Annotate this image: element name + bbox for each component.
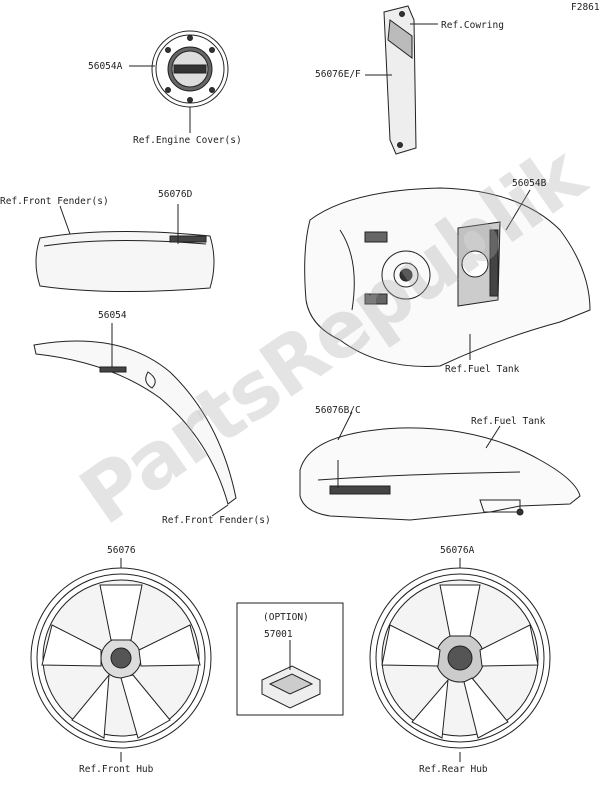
option-label: (OPTION) [263, 612, 309, 623]
part-number-56076D: 56076D [158, 189, 193, 200]
part-number-56054A: 56054A [88, 61, 123, 72]
part-number-56054B: 56054B [512, 178, 547, 189]
fuel-tank-top [304, 187, 591, 367]
part-number-56076: 56076 [107, 545, 136, 556]
option-box [236, 602, 344, 716]
part-number-56054: 56054 [98, 310, 127, 321]
fender-emblem [35, 230, 215, 293]
rear-wheel [369, 567, 551, 749]
ref-fuel-tank-side: Ref.Fuel Tank [471, 416, 546, 427]
fuel-tank-side [299, 427, 581, 521]
ref-front-hub: Ref.Front Hub [79, 764, 154, 775]
front-fender [33, 340, 237, 505]
page-code: F2861 [571, 2, 599, 13]
part-number-56076A: 56076A [440, 545, 475, 556]
part-number-57001: 57001 [264, 629, 293, 640]
ref-engine-cover: Ref.Engine Cover(s) [133, 135, 242, 146]
ref-front-fender-bottom: Ref.Front Fender(s) [162, 515, 271, 526]
ref-front-fender-top: Ref.Front Fender(s) [0, 196, 109, 207]
engine-cover-emblem [151, 30, 229, 108]
ref-rear-hub: Ref.Rear Hub [419, 764, 488, 775]
front-wheel [30, 567, 212, 749]
ref-fuel-tank-top: Ref.Fuel Tank [445, 364, 520, 375]
part-number-56076EF: 56076E/F [315, 69, 361, 80]
cowring-label-part [383, 5, 417, 155]
ref-cowring: Ref.Cowring [441, 20, 504, 31]
part-number-56076BC: 56076B/C [315, 405, 361, 416]
